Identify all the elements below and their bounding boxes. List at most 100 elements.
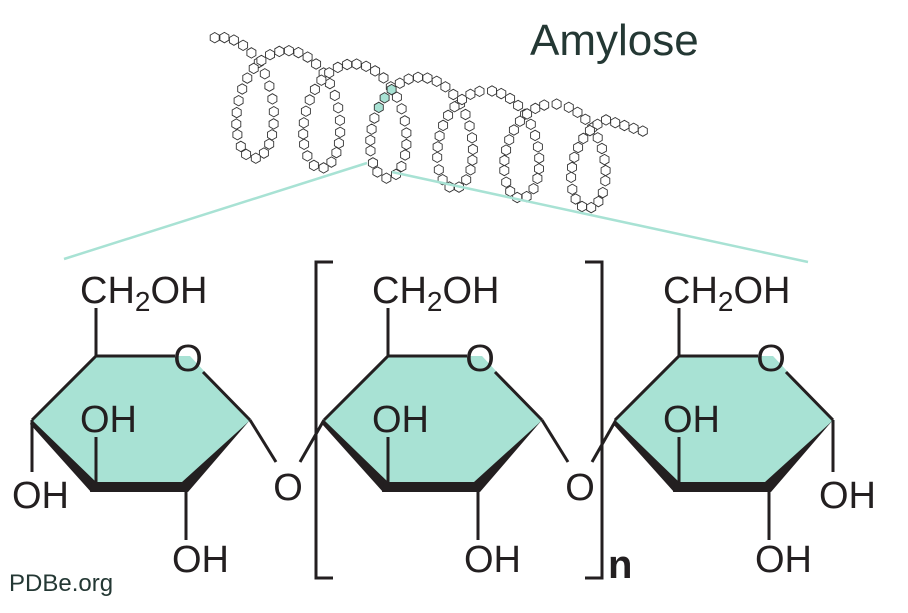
glucose-residue (351, 58, 362, 70)
glucose-residue (403, 73, 414, 85)
ring-wedge-right (765, 420, 833, 492)
glucose-residue (592, 118, 603, 131)
glucose-residue (504, 134, 515, 146)
glucose-residue (400, 149, 411, 161)
glucose-residue (238, 39, 249, 52)
ch2oh-label: CH2OH (663, 270, 790, 317)
glucose-residue (394, 77, 405, 89)
glucose-residue (567, 183, 578, 196)
glucose-residue (265, 48, 275, 61)
glucose-residue (465, 88, 476, 101)
highlighted-glucose-residue (373, 101, 384, 114)
amylose-helix (209, 31, 648, 214)
glucose-residue (501, 176, 512, 188)
oh-text: OH (442, 270, 499, 312)
repeat-count-n: n (608, 543, 632, 587)
glucose-residue (316, 74, 327, 86)
glucose-residue (628, 122, 639, 135)
ch2oh-label: CH2OH (80, 270, 207, 317)
glycosidic-bond-a (540, 419, 570, 463)
glucose-residue (592, 132, 603, 144)
glucose-residue (401, 127, 412, 139)
glucose-residue (267, 93, 278, 105)
bracket-left (314, 260, 333, 580)
hydroxyl-label-c1: OH (819, 475, 876, 517)
glucose-residue (396, 160, 407, 173)
glucose-residue (586, 201, 597, 214)
glucose-residue (432, 151, 443, 164)
glucose-residue (298, 128, 309, 140)
ring-wedge-front (90, 482, 188, 492)
glucose-residue (396, 103, 407, 115)
glucose-residue (534, 152, 545, 164)
bridge-oxygen-label: O (273, 467, 303, 509)
glucose-residue (567, 161, 577, 174)
glucose-residue (637, 125, 648, 137)
glucose-residue (525, 118, 536, 131)
glucose-residue (534, 163, 544, 175)
glucose-residue (514, 115, 525, 127)
glucose-residue (522, 108, 533, 120)
glucose-residue (610, 116, 621, 129)
glucose-residue (258, 147, 269, 159)
glucose-residue (461, 174, 472, 186)
glucose-residue (248, 62, 259, 75)
glucose-residue (532, 172, 543, 185)
glucose-residue (434, 130, 445, 142)
bracket-right (585, 260, 604, 580)
ring-wedge-front (673, 482, 771, 492)
glucose-residue (465, 164, 476, 176)
glucose-residue (264, 138, 275, 150)
glucose-residue (361, 60, 372, 73)
glucose-residue (487, 85, 497, 97)
glucose-residue (335, 126, 346, 139)
hydroxyl-label-c3: OH (80, 399, 137, 441)
glucose-residue (443, 109, 454, 122)
glucose-residue (333, 137, 344, 149)
ring-wedge-front (382, 482, 480, 492)
glucose-residue (372, 166, 383, 178)
glucose-residue (539, 99, 550, 111)
glucose-residue (501, 144, 512, 156)
glucose-residue (573, 141, 584, 154)
glucose-residue (209, 31, 220, 44)
glucose-residue (530, 102, 541, 115)
glucose-residue (283, 44, 294, 57)
glucose-residue (499, 164, 510, 177)
ring-bond-oxygen (784, 370, 835, 422)
glucose-residue (508, 124, 519, 136)
hydroxyl-label-c2: OH (464, 539, 521, 581)
glucose-residue (433, 164, 444, 176)
glucose-residue (259, 68, 270, 80)
glucose-residue (274, 45, 285, 58)
glucose-residue (474, 85, 485, 98)
glucose-residue (431, 75, 442, 88)
glucose-residue (496, 87, 507, 100)
glucose-residue (298, 117, 309, 129)
glucose-residue (563, 101, 574, 114)
repeat-brackets: n (314, 260, 632, 587)
glucose-residue (580, 113, 591, 126)
glucose-residue (334, 114, 345, 127)
ch-text: CH (80, 270, 135, 312)
glucose-residue (467, 143, 478, 156)
glucose-residue (448, 88, 459, 101)
hydroxyl-label-c3: OH (663, 399, 720, 441)
glucose-residue (601, 114, 611, 126)
highlighted-glucose-residue (379, 92, 390, 104)
glucose-residue (246, 47, 257, 59)
glucose-residue (308, 159, 319, 172)
glucose-residue (440, 81, 451, 93)
glucose-residue (365, 145, 376, 157)
subscript-2: 2 (427, 286, 443, 317)
glycosidic-bond-b (298, 419, 326, 463)
glycosidic-bond-b (590, 419, 618, 463)
glucose-residue (367, 157, 378, 169)
glucose-residue (324, 77, 335, 90)
glucose-residue (250, 152, 261, 164)
glucose-residue (324, 67, 335, 79)
ring-bond-oxygen (201, 370, 252, 422)
glucose-residue (532, 141, 543, 153)
